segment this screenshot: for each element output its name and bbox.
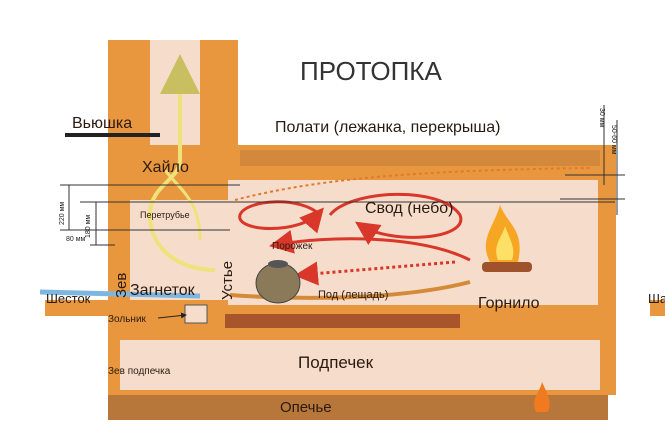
shestok-bar xyxy=(45,300,115,316)
opechye-base xyxy=(108,395,608,420)
dotted-top xyxy=(234,167,591,201)
label-gornilo: Горнило xyxy=(478,295,540,312)
dim-220: 220 мм xyxy=(59,202,66,225)
label-polati: Полати (лежанка, перекрыша) xyxy=(275,119,500,136)
label-zagnetok: Загнеток xyxy=(130,282,196,299)
smoke-loop-left xyxy=(238,200,324,234)
label-shestok-right: Ша xyxy=(648,291,665,306)
label-vyushka: Вьюшка xyxy=(72,115,132,132)
label-ustye: Устье xyxy=(219,261,236,300)
label-shestok: Шесток xyxy=(46,291,91,306)
label-khailo: Хайло xyxy=(142,159,189,176)
dim-80: 80 мм xyxy=(66,236,86,243)
zolnik-pointer xyxy=(157,312,187,319)
air-dotted-arrow xyxy=(294,260,456,286)
label-opechye: Опечье xyxy=(280,399,332,416)
label-porozhek: Порожек xyxy=(272,241,313,252)
label-pod: Под (лещадь) xyxy=(318,289,388,301)
small-fire-icon xyxy=(534,382,550,412)
shestok-bar-right xyxy=(650,300,665,316)
diagram-title: ПРОТОПКА xyxy=(300,56,442,86)
pot-icon xyxy=(255,260,301,304)
dim-30: 30 мм xyxy=(598,108,605,128)
fire-icon xyxy=(482,205,532,272)
label-zolnik: Зольник xyxy=(108,314,147,325)
dimension-lines-right xyxy=(560,105,625,215)
dim-50-60: 50-60 мм xyxy=(610,125,617,155)
smoke-to-mouth xyxy=(269,229,471,262)
pod-curve xyxy=(229,280,471,300)
warm-flow-arrow xyxy=(147,54,216,272)
zolnik-pit xyxy=(184,304,208,324)
warm-flow-arrow-2 xyxy=(163,169,202,241)
peretrubye-space xyxy=(130,200,230,300)
podpechek-inner xyxy=(120,340,600,390)
shelf-dark xyxy=(225,314,460,328)
label-svod: Свод (небо) xyxy=(365,200,453,217)
dimension-lines-left xyxy=(60,184,615,246)
smoke-loop-right xyxy=(328,192,463,245)
label-podpechek: Подпечек xyxy=(298,353,374,372)
label-zev-podpechka: Зев подпечка xyxy=(108,366,171,377)
label-peretrubye: Перетрубье xyxy=(140,210,190,220)
air-inflow-arrow xyxy=(39,289,201,299)
label-zev: Зев xyxy=(113,273,130,298)
dim-180: 180 мм xyxy=(85,215,92,238)
top-dark xyxy=(240,150,600,166)
